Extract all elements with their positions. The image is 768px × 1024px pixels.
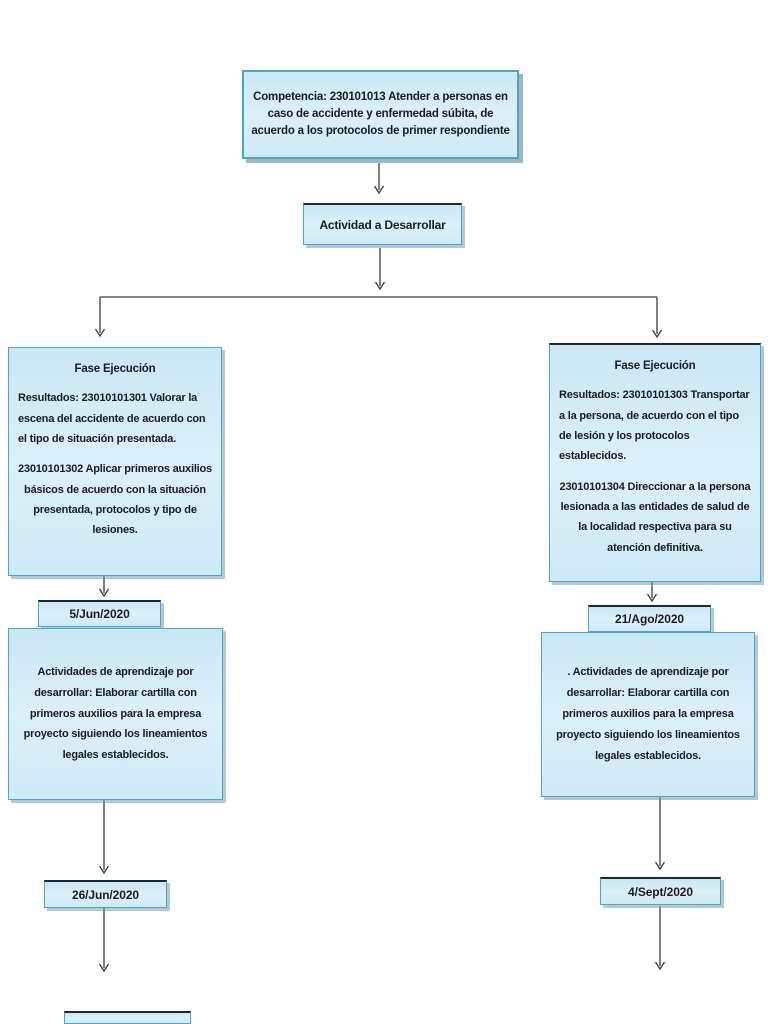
arrow-activ-left-date	[98, 800, 110, 875]
node-partial-next-box	[64, 1011, 191, 1024]
fase-left-title: Fase Ejecución	[74, 363, 156, 375]
arrow-competencia-actividad	[373, 163, 385, 195]
arrow-split-right	[651, 297, 663, 339]
arrow-activ-right-date	[654, 797, 666, 871]
node-date-left-end: 26/Jun/2020	[44, 880, 167, 908]
arrow-fase-right-date	[646, 582, 658, 603]
node-date-left-start: 5/Jun/2020	[38, 600, 161, 627]
arrow-actividad-split	[374, 248, 386, 291]
fase-right-title: Fase Ejecución	[614, 360, 696, 372]
arrow-split-left	[94, 296, 657, 338]
arrow-date-left-bottom	[98, 908, 110, 973]
node-fase-ejecucion-right: Fase Ejecución Resultados: 23010101303 T…	[549, 343, 761, 582]
fase-left-resultados-2: 23010101302 Aplicar primeros auxilios bá…	[18, 463, 212, 537]
node-date-right-start: 21/Ago/2020	[588, 605, 711, 632]
node-actividades-right: . Actividades de aprendizaje por desarro…	[541, 632, 755, 797]
node-actividad-a-desarrollar: Actividad a Desarrollar	[303, 203, 462, 245]
fase-right-resultados-1: Resultados: 23010101303 Transportar a la…	[559, 389, 750, 463]
node-actividades-left: Actividades de aprendizaje por desarroll…	[8, 628, 223, 800]
fase-left-resultados-1: Resultados: 23010101301 Valorar la escen…	[18, 392, 206, 445]
node-fase-ejecucion-left: Fase Ejecución Resultados: 23010101301 V…	[8, 347, 222, 576]
arrow-date-right-bottom	[654, 906, 666, 971]
node-competencia: Competencia: 230101013 Atender a persona…	[242, 70, 519, 159]
node-date-right-end: 4/Sept/2020	[600, 877, 721, 905]
fase-right-resultados-2: 23010101304 Direccionar a la persona les…	[559, 480, 751, 554]
arrow-fase-left-date	[98, 576, 110, 598]
